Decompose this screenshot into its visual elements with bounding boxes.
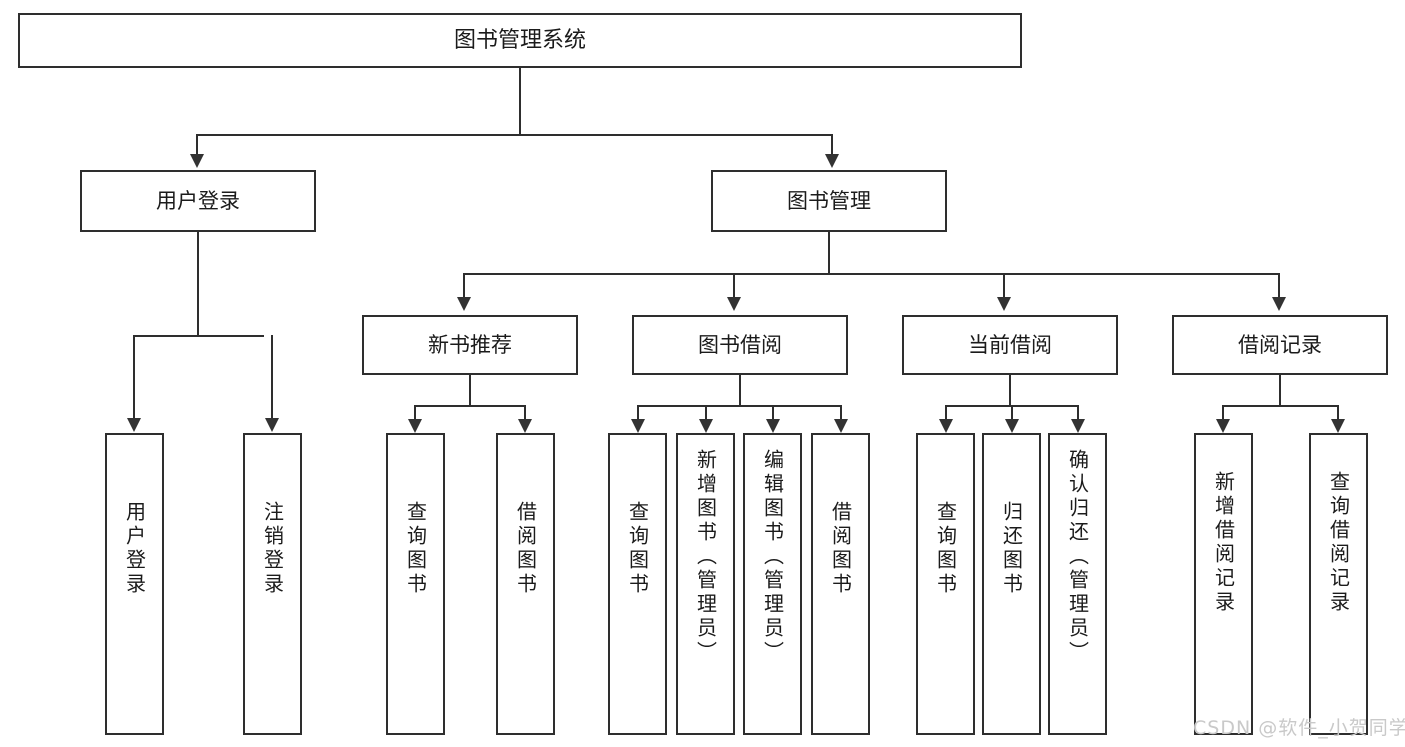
node-label: 借阅图书 xyxy=(828,501,853,597)
connector-bb-drop-2 xyxy=(705,405,707,421)
node-book-borrow[interactable]: 图书借阅 xyxy=(632,315,848,375)
leaf-add-book-admin[interactable]: 新增图书（管理员） xyxy=(676,433,735,735)
leaf-query-borrow-record[interactable]: 查询借阅记录 xyxy=(1309,433,1368,735)
connector-user-login-bus xyxy=(133,335,264,337)
node-label: 编辑图书（管理员） xyxy=(760,449,785,665)
node-book-management[interactable]: 图书管理 xyxy=(711,170,947,232)
connector-level2-bus xyxy=(196,134,833,136)
arrowhead-to-new-book-recommend xyxy=(457,297,471,311)
connector-user-login-drop-2 xyxy=(271,335,273,420)
node-label: 新增图书（管理员） xyxy=(693,449,718,665)
arrowhead-to-borrow-record xyxy=(1272,297,1286,311)
arrowhead-br-leaf-1 xyxy=(1216,419,1230,433)
node-current-borrow[interactable]: 当前借阅 xyxy=(902,315,1118,375)
connector-user-login-drop-1 xyxy=(133,335,135,420)
node-borrow-record[interactable]: 借阅记录 xyxy=(1172,315,1388,375)
connector-level3-bus xyxy=(463,273,1280,275)
connector-br-drop-1 xyxy=(1222,405,1224,421)
arrowhead-to-book-borrow xyxy=(727,297,741,311)
connector-br-bus xyxy=(1222,405,1339,407)
node-label: 归还图书 xyxy=(999,501,1024,597)
arrowhead-nbr-leaf-2 xyxy=(518,419,532,433)
node-label: 借阅记录 xyxy=(1238,332,1322,357)
node-label: 查询图书 xyxy=(403,501,428,597)
node-user-login[interactable]: 用户登录 xyxy=(80,170,316,232)
connector-bb-stem xyxy=(739,375,741,406)
arrowhead-bb-leaf-3 xyxy=(766,419,780,433)
connector-level3-drop-1 xyxy=(463,273,465,299)
leaf-query-book-cb[interactable]: 查询图书 xyxy=(916,433,975,735)
connector-cb-drop-3 xyxy=(1077,405,1079,421)
connector-cb-drop-2 xyxy=(1011,405,1013,421)
node-label: 用户登录 xyxy=(156,188,240,213)
leaf-user-login[interactable]: 用户登录 xyxy=(105,433,164,735)
arrowhead-bb-leaf-1 xyxy=(631,419,645,433)
connector-bb-drop-4 xyxy=(840,405,842,421)
leaf-confirm-return-admin[interactable]: 确认归还（管理员） xyxy=(1048,433,1107,735)
connector-bb-bus xyxy=(637,405,842,407)
node-label: 查询借阅记录 xyxy=(1326,471,1351,615)
arrowhead-nbr-leaf-1 xyxy=(408,419,422,433)
node-label: 查询图书 xyxy=(625,501,650,597)
connector-nbr-bus xyxy=(414,405,526,407)
leaf-return-book[interactable]: 归还图书 xyxy=(982,433,1041,735)
connector-user-login-stem xyxy=(197,232,199,336)
node-label: 图书借阅 xyxy=(698,332,782,357)
node-label: 用户登录 xyxy=(122,501,147,597)
arrowhead-to-book-management xyxy=(825,154,839,168)
connector-nbr-stem xyxy=(469,375,471,406)
node-new-book-recommend[interactable]: 新书推荐 xyxy=(362,315,578,375)
arrowhead-to-user-login xyxy=(190,154,204,168)
leaf-borrow-book-bb[interactable]: 借阅图书 xyxy=(811,433,870,735)
connector-br-stem xyxy=(1279,375,1281,406)
arrowhead-to-current-borrow xyxy=(997,297,1011,311)
connector-level2-drop-left xyxy=(196,134,198,156)
connector-book-management-stem xyxy=(828,232,830,274)
connector-br-drop-2 xyxy=(1337,405,1339,421)
connector-cb-drop-1 xyxy=(945,405,947,421)
node-label: 确认归还（管理员） xyxy=(1065,449,1090,665)
node-label: 图书管理 xyxy=(787,188,871,213)
node-root-book-management-system[interactable]: 图书管理系统 xyxy=(18,13,1022,68)
leaf-borrow-book-nbr[interactable]: 借阅图书 xyxy=(496,433,555,735)
arrowhead-user-login-leaf-2 xyxy=(265,418,279,432)
leaf-query-book-bb[interactable]: 查询图书 xyxy=(608,433,667,735)
arrowhead-cb-leaf-3 xyxy=(1071,419,1085,433)
watermark-text: CSDN @软件_小贺同学 xyxy=(1193,717,1405,739)
connector-cb-stem xyxy=(1009,375,1011,406)
node-label: 借阅图书 xyxy=(513,501,538,597)
connector-level2-drop-right xyxy=(831,134,833,156)
connector-root-stem xyxy=(519,68,521,135)
node-label: 查询图书 xyxy=(933,501,958,597)
arrowhead-br-leaf-2 xyxy=(1331,419,1345,433)
connector-level3-drop-4 xyxy=(1278,273,1280,299)
arrowhead-cb-leaf-2 xyxy=(1005,419,1019,433)
node-label: 图书管理系统 xyxy=(453,27,586,53)
node-label: 新增借阅记录 xyxy=(1211,471,1236,615)
node-label: 新书推荐 xyxy=(428,332,512,357)
connector-level3-drop-2 xyxy=(733,273,735,299)
connector-level3-drop-3 xyxy=(1003,273,1005,299)
node-label: 当前借阅 xyxy=(968,332,1052,357)
connector-nbr-drop-1 xyxy=(414,405,416,421)
leaf-edit-book-admin[interactable]: 编辑图书（管理员） xyxy=(743,433,802,735)
arrowhead-cb-leaf-1 xyxy=(939,419,953,433)
connector-bb-drop-3 xyxy=(772,405,774,421)
node-label: 注销登录 xyxy=(260,501,285,597)
connector-bb-drop-1 xyxy=(637,405,639,421)
arrowhead-bb-leaf-2 xyxy=(699,419,713,433)
leaf-query-book-nbr[interactable]: 查询图书 xyxy=(386,433,445,735)
leaf-logout[interactable]: 注销登录 xyxy=(243,433,302,735)
leaf-add-borrow-record[interactable]: 新增借阅记录 xyxy=(1194,433,1253,735)
connector-nbr-drop-2 xyxy=(524,405,526,421)
arrowhead-bb-leaf-4 xyxy=(834,419,848,433)
arrowhead-user-login-leaf-1 xyxy=(127,418,141,432)
